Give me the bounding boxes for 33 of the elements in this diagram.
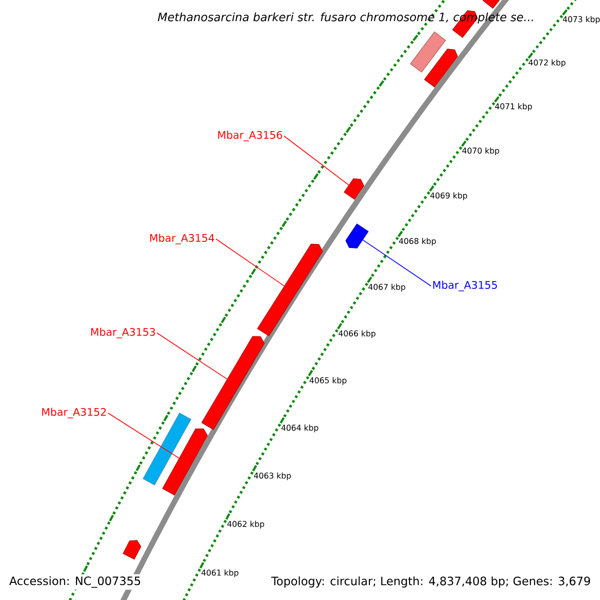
leader-line <box>362 240 432 286</box>
gene-label: Mbar_A3156 <box>218 130 282 142</box>
scale-label: 4061 kbp <box>202 569 238 578</box>
genome-info-text: Topology: circular; Length: 4,837,408 bp; Genes: 3,679 <box>269 574 593 590</box>
gene-block <box>344 178 364 200</box>
scale-label: 4072 kbp <box>528 59 566 68</box>
gene-label: Mbar_A3153 <box>91 328 155 338</box>
gene-block <box>424 48 458 88</box>
gene-label: Mbar_A3155 <box>433 280 497 292</box>
scale-label: 4065 kbp <box>310 377 346 385</box>
gene-block <box>201 336 265 430</box>
scale-label: 4064 kbp <box>281 424 318 432</box>
scale-label: 4073 kbp <box>562 16 600 24</box>
gene-block <box>345 223 369 248</box>
scale-label: 4069 kbp <box>430 192 468 200</box>
scale-label: 4066 kbp <box>338 330 376 338</box>
scale-label: 4068 kbp <box>399 238 436 246</box>
gene-label: Mbar_A3154 <box>150 234 214 244</box>
accession-text: Accession: NC_007355 <box>7 574 144 590</box>
gene-block <box>257 244 323 336</box>
scale-label: 4062 kbp <box>227 520 264 528</box>
leader-line <box>216 238 285 286</box>
gene-bar <box>142 412 192 486</box>
leader-line <box>108 412 180 459</box>
leader-line <box>156 332 228 380</box>
gene-block <box>122 540 142 560</box>
gene-label: Mbar_A3152 <box>42 408 106 418</box>
scale-label: 4067 kbp <box>368 284 406 292</box>
scale-label: 4070 kbp <box>462 147 500 156</box>
scale-label: 4071 kbp <box>495 103 532 111</box>
gene-block <box>162 428 208 496</box>
leader-line <box>284 136 350 186</box>
scale-label: 4063 kbp <box>254 472 291 480</box>
